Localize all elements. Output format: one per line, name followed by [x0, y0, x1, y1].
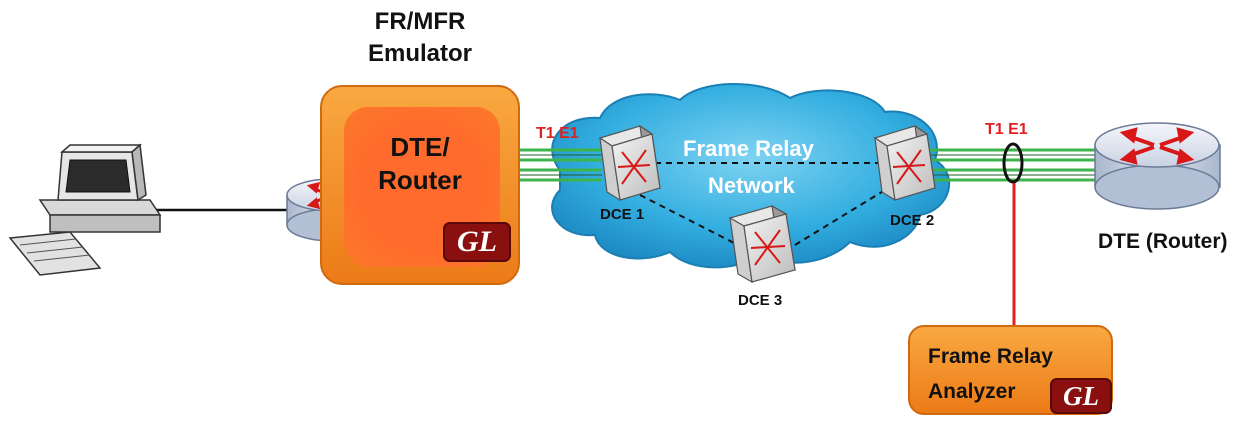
- gl-logo-analyzer: GL: [1050, 378, 1112, 414]
- dce2-label: DCE 2: [890, 212, 935, 229]
- switch-icon-dce2: [873, 124, 936, 202]
- switch-icon-dce3: [728, 204, 796, 284]
- dce3-label: DCE 3: [738, 292, 783, 309]
- right-link-label: T1 E1: [985, 121, 1028, 138]
- internal-dashed-links: [639, 162, 886, 246]
- gl-logo-analyzer-text: GL: [1063, 381, 1099, 411]
- analyzer-line2: Analyzer: [928, 380, 1016, 403]
- emulator-inner-line2: Router: [378, 165, 462, 195]
- cloud-label-line2: Network: [708, 173, 795, 198]
- dte-router-label: DTE (Router): [1098, 230, 1228, 253]
- computer-icon: [8, 143, 162, 276]
- analyzer-line1: Frame Relay: [928, 345, 1053, 368]
- cloud-label-line1: Frame Relay: [683, 136, 814, 161]
- emulator-inner-line1: DTE/: [390, 132, 450, 162]
- tap-ring: [1002, 142, 1024, 184]
- left-link-label: T1 E1: [536, 125, 579, 142]
- emulator-title-line1: FR/MFR: [374, 8, 466, 35]
- gl-logo-emulator: GL: [443, 222, 511, 262]
- left-trunk-lines: [520, 148, 602, 182]
- router-icon-right: [1094, 122, 1221, 210]
- frame-relay-cloud: [551, 83, 951, 269]
- gl-logo-text: GL: [457, 225, 497, 258]
- right-trunk-dark: [930, 154, 1100, 176]
- dce1-label: DCE 1: [600, 206, 645, 223]
- left-trunk-dark: [520, 154, 602, 176]
- emulator-title-line2: Emulator: [367, 40, 472, 67]
- switch-icon-dce1: [598, 124, 661, 202]
